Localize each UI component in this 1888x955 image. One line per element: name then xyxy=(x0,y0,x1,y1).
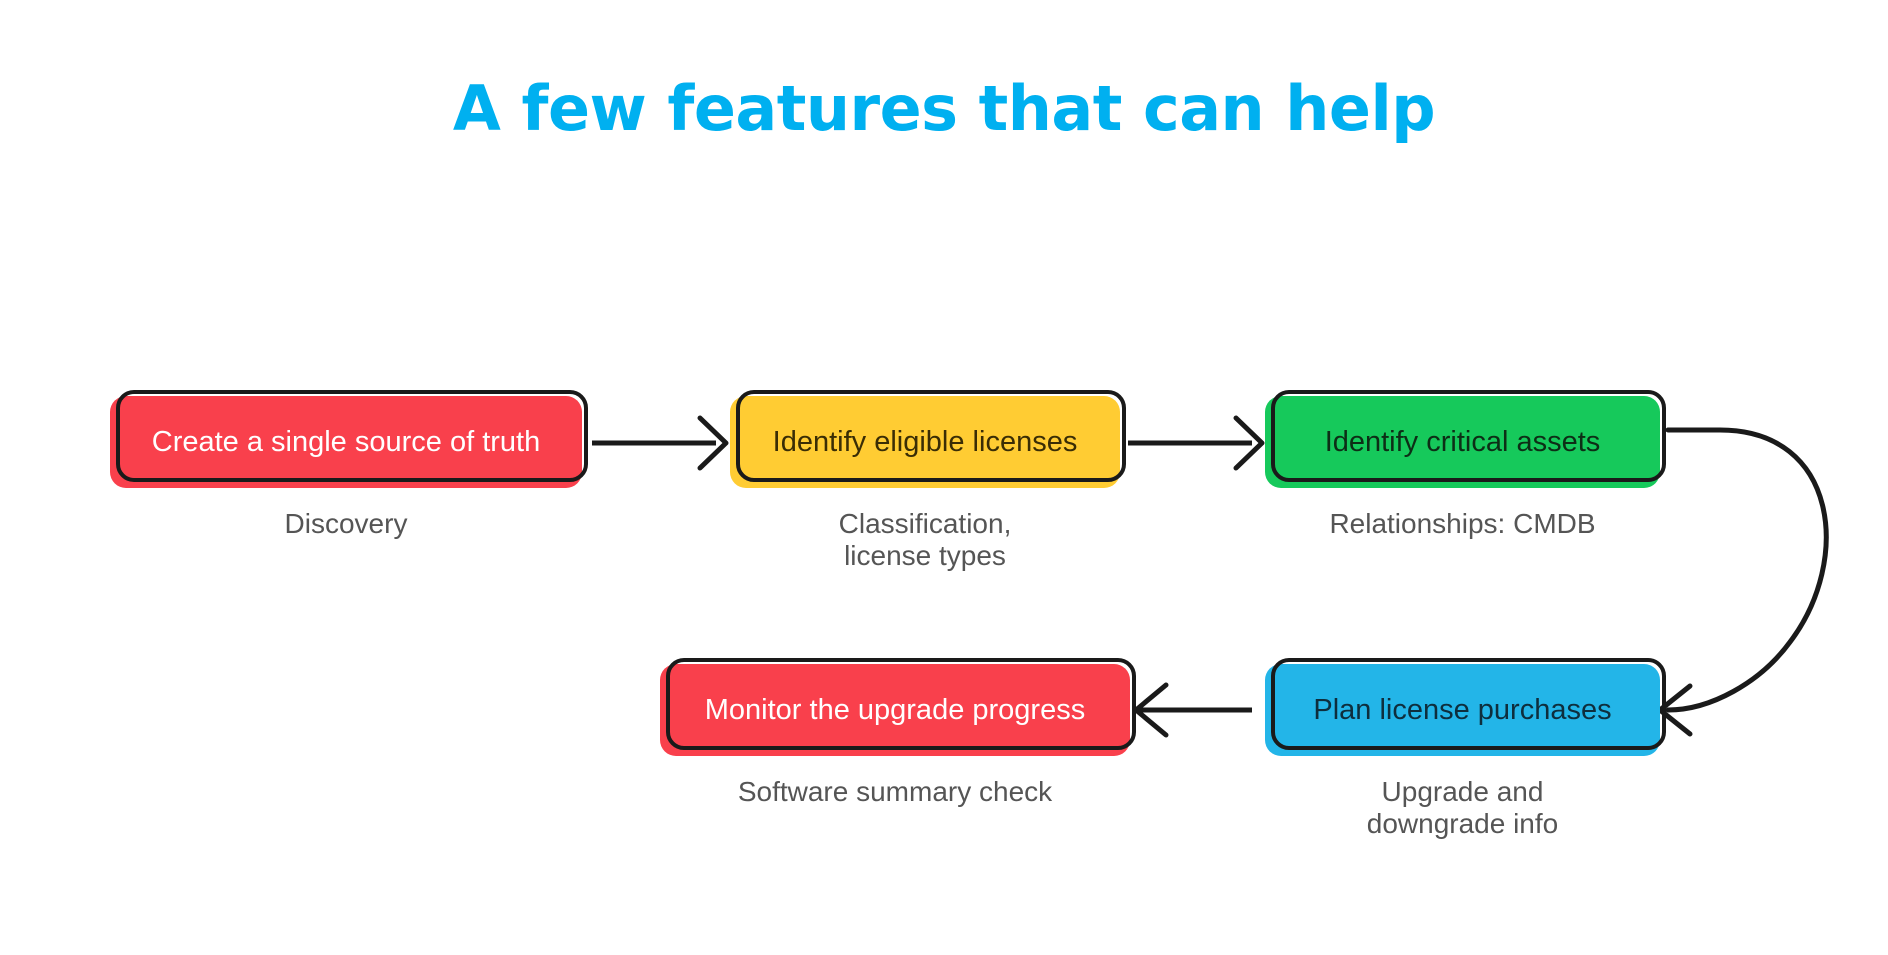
caption-classification-license-types: Classification, license types xyxy=(838,508,1012,572)
node-plan-license-purchases[interactable]: Plan license purchases xyxy=(1265,658,1666,756)
connector-create-to-identify-licenses xyxy=(592,415,729,471)
node-monitor-the-upgrade-progress[interactable]: Monitor the upgrade progress xyxy=(660,658,1136,756)
connector-identify-licenses-to-critical-assets xyxy=(1128,415,1265,471)
caption-software-summary-check: Software summary check xyxy=(737,776,1053,807)
caption-relationships-cmdb: Relationships: CMDB xyxy=(1329,508,1596,539)
node-identify-critical-assets[interactable]: Identify critical assets xyxy=(1265,390,1666,488)
node-label: Create a single source of truth xyxy=(151,425,541,458)
node-label: Identify critical assets xyxy=(1324,425,1601,458)
caption-upgrade-and-downgrade-info: Upgrade and downgrade info xyxy=(1366,776,1559,840)
node-label: Identify eligible licenses xyxy=(772,425,1078,458)
connector-critical-assets-to-plan-purchases xyxy=(1657,427,1829,737)
caption-discovery: Discovery xyxy=(284,508,408,539)
page-title: A few features that can help xyxy=(452,72,1436,145)
node-identify-eligible-licenses[interactable]: Identify eligible licenses xyxy=(730,390,1126,488)
connector-plan-purchases-to-monitor-progress xyxy=(1133,682,1252,738)
node-label: Plan license purchases xyxy=(1313,693,1612,726)
node-label: Monitor the upgrade progress xyxy=(704,693,1086,726)
node-create-single-source-of-truth[interactable]: Create a single source of truth xyxy=(110,390,588,488)
